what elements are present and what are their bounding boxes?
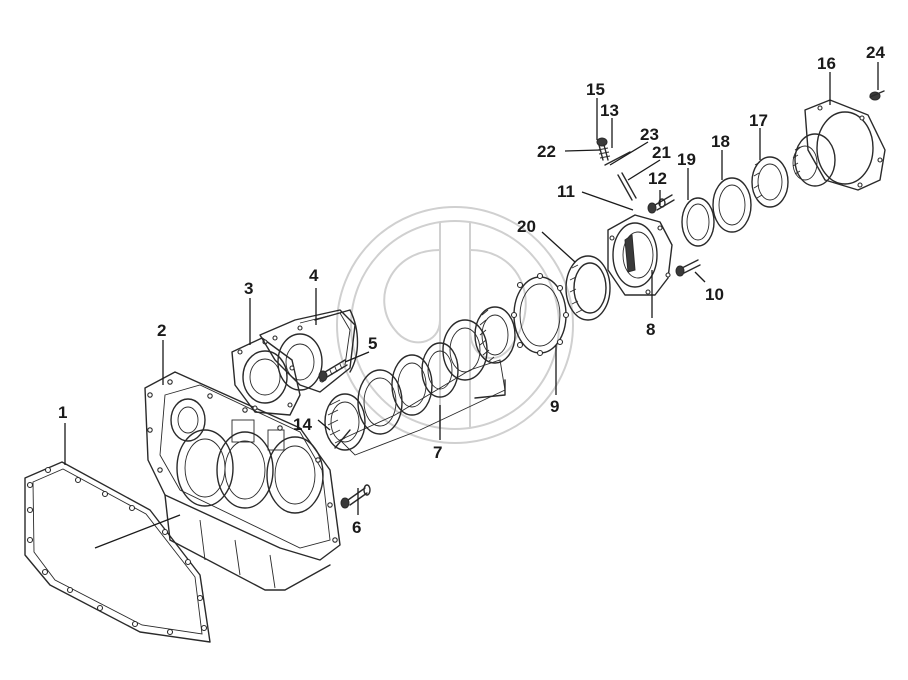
callout-17: 17 xyxy=(749,111,768,130)
callout-22: 22 xyxy=(537,142,556,161)
watermark-logo xyxy=(336,206,574,444)
part-gear-set xyxy=(324,306,516,456)
callout-13: 13 xyxy=(600,101,619,120)
callout-5: 5 xyxy=(368,334,377,353)
callout-16: 16 xyxy=(817,54,836,73)
callout-10: 10 xyxy=(705,285,724,304)
part-o-ring xyxy=(681,197,715,247)
callout-19: 19 xyxy=(677,150,696,169)
callout-23: 23 xyxy=(640,125,659,144)
callout-3: 3 xyxy=(244,279,253,298)
part-gasket xyxy=(24,461,211,643)
callout-7: 7 xyxy=(433,443,442,462)
callout-18: 18 xyxy=(711,132,730,151)
seal-ring-tabs xyxy=(510,272,570,357)
part-bolt-6 xyxy=(340,484,371,509)
callout-4: 4 xyxy=(309,266,319,285)
part-screw-assembly xyxy=(596,137,611,161)
callout-8: 8 xyxy=(646,320,655,339)
part-output-flange xyxy=(792,99,886,191)
part-pins xyxy=(604,151,637,201)
part-cover-housing xyxy=(259,309,359,393)
leader-lines xyxy=(64,62,879,549)
callout-20: 20 xyxy=(517,217,536,236)
callout-24: 24 xyxy=(866,43,885,62)
callout-15: 15 xyxy=(586,80,605,99)
part-bearing-17 xyxy=(751,156,789,208)
callout-6: 6 xyxy=(352,518,361,537)
gasket-bolt-holes xyxy=(26,466,208,636)
part-bearing-housing xyxy=(607,214,673,296)
callout-21: 21 xyxy=(652,143,671,162)
part-bolt-10 xyxy=(675,259,701,277)
part-bolt-5 xyxy=(318,359,348,382)
part-seal-ring xyxy=(510,272,570,357)
callout-1: 1 xyxy=(58,403,67,422)
part-housing xyxy=(144,371,341,591)
part-bearing-ring xyxy=(565,255,611,321)
part-bolt-12 xyxy=(647,194,675,214)
part-seal-18 xyxy=(712,177,752,233)
callout-labels: 1 2 3 4 5 6 7 8 9 10 11 12 13 14 15 16 1… xyxy=(58,43,885,537)
callout-9: 9 xyxy=(550,397,559,416)
housing-bolt-holes xyxy=(147,379,338,543)
callout-2: 2 xyxy=(157,321,166,340)
callout-11: 11 xyxy=(557,182,575,201)
part-bolt-24 xyxy=(869,90,885,101)
callout-12: 12 xyxy=(648,169,667,188)
callout-14: 14 xyxy=(293,415,312,434)
